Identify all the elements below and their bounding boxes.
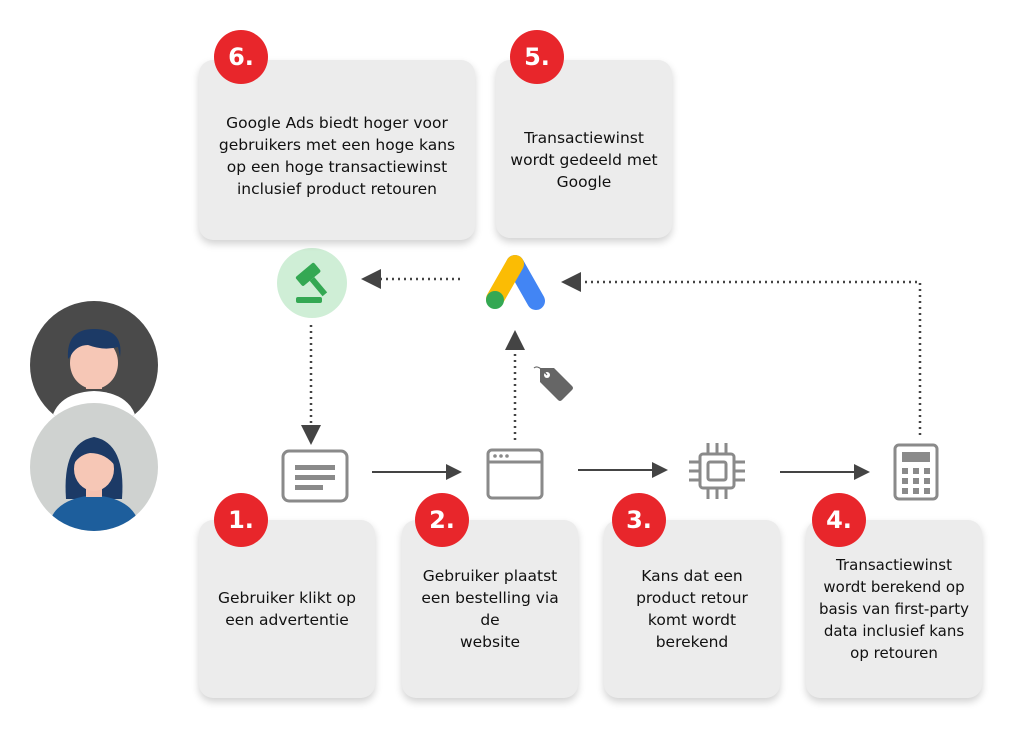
step-2-card: Gebruiker plaatst een bestelling via de … <box>402 520 578 698</box>
step-5-text: Transactiewinst wordt gedeeld met Google <box>510 129 658 191</box>
step-3-card: Kans dat een product retour komt wordt b… <box>604 520 780 698</box>
step-4-card: Transactiewinst wordt berekend op basis … <box>806 520 982 698</box>
step-3-badge: 3. <box>612 493 666 547</box>
step-1-card: Gebruiker klikt op een advertentie <box>199 520 375 698</box>
user-woman-avatar <box>30 403 158 531</box>
chip-icon <box>689 443 745 499</box>
step-5-badge: 5. <box>510 30 564 84</box>
step-6-text: Google Ads biedt hoger voor gebruikers m… <box>218 114 456 198</box>
ad-card-icon <box>281 449 349 503</box>
gavel-icon <box>277 248 347 318</box>
price-tag-icon <box>533 366 573 401</box>
step-1-text: Gebruiker klikt op een advertentie <box>217 589 357 629</box>
step-2-badge: 2. <box>415 493 469 547</box>
step-1-badge: 1. <box>214 493 268 547</box>
step-4-text: Transactiewinst wordt berekend op basis … <box>819 556 969 662</box>
arrow-calculator-to-ads <box>561 272 922 435</box>
step-2-text: Gebruiker plaatst een bestelling via de … <box>421 567 559 651</box>
step-6-card: Google Ads biedt hoger voor gebruikers m… <box>199 60 475 240</box>
step-6-badge: 6. <box>214 30 268 84</box>
step-3-text: Kans dat een product retour komt wordt b… <box>636 567 748 651</box>
browser-window-icon <box>486 448 544 500</box>
step-5-card: Transactiewinst wordt gedeeld met Google <box>496 60 672 238</box>
step-4-badge: 4. <box>812 493 866 547</box>
calculator-icon <box>893 443 939 501</box>
google-ads-logo <box>486 255 545 310</box>
